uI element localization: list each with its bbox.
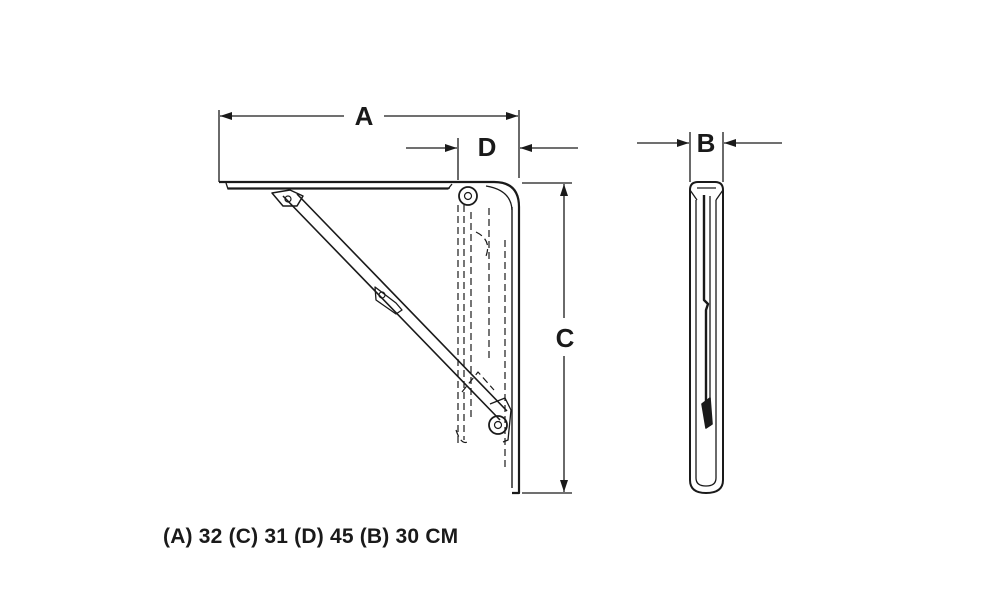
dimension-a: A [218, 101, 520, 182]
bracket-edge-view [689, 181, 724, 494]
shelf-arm-flange [225, 182, 453, 190]
corner-pivot-hole [463, 191, 473, 201]
label-a: A [355, 101, 374, 131]
ghost-curve [475, 231, 489, 257]
dimension-c: C [522, 182, 575, 494]
label-d: D [478, 132, 497, 162]
dimension-d: D [406, 132, 578, 180]
strut-bottom-pivot-hole [493, 420, 503, 430]
edge-view-hinge [701, 397, 713, 429]
strut-bottom-bracket [489, 397, 512, 443]
strut-edge [296, 193, 508, 412]
ghost-curve [455, 429, 471, 443]
folded-position-ghost [455, 205, 506, 470]
bracket-outer-profile [219, 180, 521, 495]
bracket-side-view [219, 180, 521, 495]
dimensions-caption: (A) 32 (C) 31 (D) 45 (B) 30 CM [163, 525, 459, 548]
label-c: C [556, 323, 575, 353]
strut-top-rivet [284, 195, 292, 203]
edge-view-top-cap [689, 187, 724, 201]
corner-pivot [458, 186, 478, 206]
strut-edge [282, 195, 501, 421]
label-b: B [697, 128, 716, 158]
corner-inner-curve [485, 185, 513, 211]
ghost-hinge [461, 371, 495, 393]
strut-lock-slot [374, 286, 403, 315]
strut-top-hinge [271, 189, 304, 207]
dimension-b: B [637, 128, 782, 182]
edge-view-inner [695, 200, 717, 487]
strut-lock-rivet [378, 291, 386, 299]
edge-view-strut [702, 195, 710, 420]
edge-view-outer [689, 181, 724, 494]
strut-bottom-pivot [488, 415, 508, 435]
